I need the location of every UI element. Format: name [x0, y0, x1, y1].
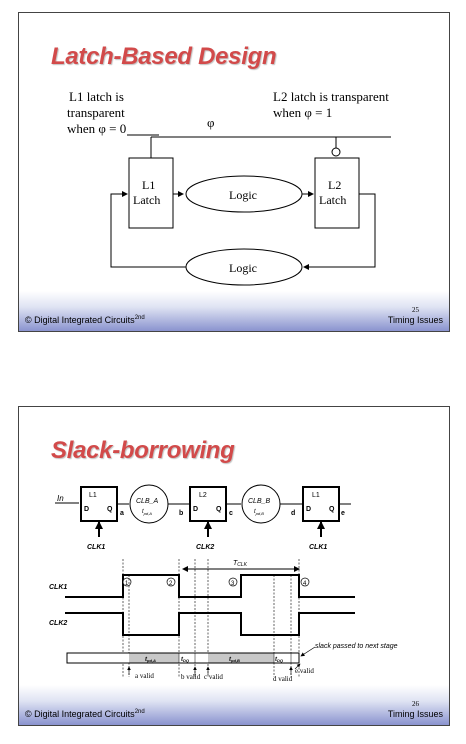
d-valid: d valid: [273, 675, 293, 683]
inversion-bubble: [331, 147, 341, 157]
page-number: 25: [412, 306, 419, 314]
tclk-label: TCLK: [233, 560, 248, 568]
note-right-line2: when φ = 1: [273, 105, 332, 120]
node-b: b: [179, 510, 183, 517]
ff3-d: D: [306, 506, 311, 513]
seg-pd-b: [208, 653, 274, 663]
a-valid: a valid: [135, 672, 154, 680]
wave-clk1: [65, 574, 355, 598]
seg-dq2-label: tDQ: [275, 657, 284, 663]
footer-copyright: © Digital Integrated Circuits2nd: [25, 315, 145, 325]
node-d: d: [291, 510, 295, 517]
latch-l1-second: [302, 486, 340, 522]
ff1-name: L1: [89, 492, 97, 499]
l1-latch: [128, 157, 174, 229]
clb-b-name: CLB_B: [248, 498, 271, 505]
note-left-line3: when φ = 0: [67, 121, 126, 136]
logic-bottom-label: Logic: [229, 261, 257, 275]
seg-pdb-label: tpd,B: [229, 657, 240, 663]
latch-l1-first: [80, 486, 118, 522]
latch-l2: [189, 486, 227, 522]
ff2-d: D: [193, 506, 198, 513]
c-valid: c valid: [204, 673, 223, 681]
e-valid: e valid: [295, 667, 314, 675]
ff2-q: Q: [216, 506, 222, 513]
b-valid: b valid: [181, 673, 201, 681]
slide-latch-based-design: Latch-Based Design L1 latch is transpare…: [18, 12, 450, 332]
clk2-label: CLK2: [196, 544, 214, 551]
footer-topic: Timing Issues: [387, 709, 443, 719]
slide-title: Slack-borrowing: [51, 437, 235, 464]
ff2-name: L2: [199, 492, 207, 499]
node-c: c: [229, 510, 233, 517]
note-left-line2: transparent: [67, 105, 125, 120]
l1-latch-line1: L1: [142, 178, 155, 192]
clk1-label-first: CLK1: [87, 544, 105, 551]
footer-copyright: © Digital Integrated Circuits2nd: [25, 709, 145, 719]
l2-latch: [314, 157, 360, 229]
l1-latch-line2: Latch: [133, 193, 160, 207]
slide-slack-borrowing: Slack-borrowing In L1 D Q CLK1 a CLB_A t…: [18, 406, 450, 726]
logic-top-label: Logic: [229, 188, 257, 202]
marker-2: 2: [169, 581, 173, 587]
wave-clk1-label: CLK1: [49, 584, 67, 591]
note-left-line1: L1 latch is: [69, 89, 124, 104]
wave-clk2-label: CLK2: [49, 620, 67, 627]
l2-latch-line2: Latch: [319, 193, 346, 207]
seg-pd-a: [129, 653, 179, 663]
clb-b-delay: tpd,B: [254, 509, 264, 516]
marker-4: 4: [303, 581, 307, 587]
l2-latch-line1: L2: [328, 178, 341, 192]
latch-diagram: L1 latch is transparent when φ = 0 L2 la…: [67, 89, 391, 286]
note-right-line1: L2 latch is transparent: [273, 89, 389, 104]
seg-dq1-label: tDQ: [181, 657, 190, 663]
marker-1: 1: [125, 581, 129, 587]
input-label: In: [57, 494, 64, 503]
seg-pda-label: tpd,A: [145, 657, 156, 663]
slide-title: Latch-Based Design: [51, 43, 277, 70]
slack-note: slack passed to next stage: [315, 643, 398, 650]
ff3-name: L1: [312, 492, 320, 499]
ff1-q: Q: [107, 506, 113, 513]
clk1-label-second: CLK1: [309, 544, 327, 551]
page-number: 26: [412, 700, 419, 708]
phi-label: φ: [207, 115, 215, 130]
ff3-q: Q: [329, 506, 335, 513]
marker-3: 3: [231, 581, 235, 587]
ff1-d: D: [84, 506, 89, 513]
slide-footer: © Digital Integrated Circuits2nd 26 Timi…: [19, 685, 449, 725]
clb-a-name: CLB_A: [136, 498, 159, 505]
slide-footer: © Digital Integrated Circuits2nd 25 Timi…: [19, 291, 449, 331]
wave-clk2: [65, 612, 355, 636]
footer-topic: Timing Issues: [387, 315, 443, 325]
slack-diagram: In L1 D Q CLK1 a CLB_A tpd,A b L2 D Q CL…: [49, 484, 398, 683]
clb-a-delay: tpd,A: [142, 509, 152, 516]
node-e: e: [341, 510, 345, 517]
node-a: a: [120, 510, 124, 517]
